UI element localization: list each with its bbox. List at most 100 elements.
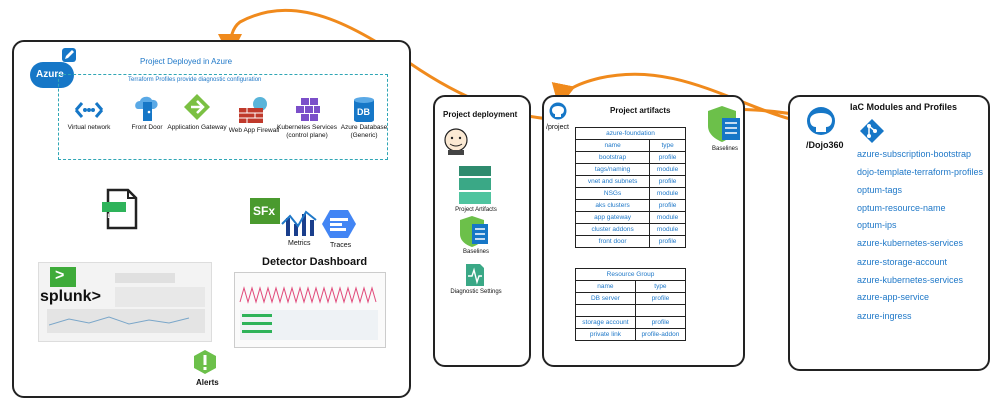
splunk-dashboard [38, 262, 212, 342]
table-row [575, 304, 687, 317]
cell-name: vnet and subnets [574, 175, 651, 188]
cell-type: profile [649, 151, 686, 164]
traces-label: Traces [330, 242, 352, 249]
baselines-shield-icon [708, 106, 740, 142]
baselines-label: Baselines [462, 249, 489, 255]
arrow-iac-to-artifacts [551, 72, 811, 126]
service-front-door: Front Door [117, 93, 177, 132]
metrics-icon [281, 210, 317, 236]
cell-name: storage account [575, 316, 636, 329]
splunk-chevron-icon: > [55, 267, 65, 284]
detector-chart [239, 286, 378, 340]
cell-name: aks clusters [574, 199, 651, 212]
azure-label: Azure [36, 69, 64, 80]
log-document-icon [102, 188, 138, 230]
stack-icon [459, 166, 491, 204]
table-title: azure-foundation [575, 127, 686, 140]
detector-title: Detector Dashboard [262, 256, 368, 268]
sfx-label: SFx [253, 204, 276, 218]
cell-type: module [649, 223, 686, 236]
splunk-label: splunk> [40, 288, 101, 305]
cell-type: module [649, 187, 686, 200]
splunk-chart [49, 316, 190, 326]
service-virtual-network: Virtual network [59, 98, 119, 132]
alerts-label: Alerts [196, 378, 219, 387]
service-web-app-firewall: Web App Firewall [224, 95, 284, 135]
pencil-icon [62, 48, 76, 62]
module-link[interactable]: azure-kubernetes-services [857, 275, 964, 285]
github-icon [549, 102, 567, 120]
service-database: DB Azure Database (Generic) [334, 96, 394, 139]
project-artifacts-title: Project artifacts [610, 106, 671, 115]
module-link[interactable]: optum-resource-name [857, 203, 946, 213]
deployment-boundary [58, 74, 388, 160]
git-icon [860, 119, 884, 143]
log-label: LOG [107, 214, 121, 220]
svg-text:DB: DB [357, 107, 370, 117]
cell-name: NSGs [574, 187, 651, 200]
cell-name: DB server [575, 292, 636, 305]
cell-type: module [649, 163, 686, 176]
signalfx-logo-icon [250, 198, 280, 224]
column-header: type [634, 280, 687, 293]
module-link[interactable]: azure-subscription-bootstrap [857, 149, 972, 159]
jenkins-icon [444, 128, 468, 155]
module-link[interactable]: optum-tags [857, 185, 903, 195]
alert-icon [194, 350, 216, 374]
project-repo-label: /project [546, 124, 569, 131]
cell-type: module [649, 211, 686, 224]
cell-type: profile [649, 199, 686, 212]
cell-type: profile [634, 316, 687, 329]
azure-subtitle: Terraform Profiles provide diagnostic co… [128, 77, 262, 83]
baseline-icon [460, 216, 488, 247]
cell-name: tags/naming [574, 163, 651, 176]
application-gateway-icon [184, 94, 210, 120]
firewall-icon [239, 97, 267, 123]
module-link[interactable]: azure-kubernetes-services [857, 238, 964, 248]
service-label: Front Door [131, 124, 163, 131]
cell-name [575, 304, 636, 317]
iac-title: IaC Modules and Profiles [850, 102, 958, 112]
kubernetes-icon [296, 98, 320, 121]
virtual-network-icon [74, 102, 104, 118]
module-link[interactable]: optum-ips [857, 220, 897, 230]
project-deployment-title: Project deployment [443, 110, 518, 119]
service-label: Web App Firewall [228, 127, 280, 134]
diagnostic-settings-label: Diagnostic Settings [450, 289, 502, 295]
iac-panel [788, 95, 990, 371]
module-link[interactable]: azure-storage-account [857, 257, 948, 267]
dojo-repo-label: /Dojo360 [806, 140, 844, 150]
cell-name: private link [575, 328, 636, 341]
splunk-logo-icon [50, 267, 76, 287]
traces-icon [322, 210, 356, 238]
service-label: Kubernetes Services (control plane) [277, 124, 337, 139]
cell-type: profile [649, 235, 686, 248]
metrics-label: Metrics [288, 240, 311, 247]
service-label: Application Gateway [167, 124, 227, 131]
cell-name: app gateway [574, 211, 651, 224]
column-header: name [574, 139, 651, 152]
azure-title: Project Deployed in Azure [140, 57, 233, 66]
module-link[interactable]: azure-ingress [857, 311, 912, 321]
diagnostic-icon [466, 264, 484, 286]
module-link[interactable]: dojo-template-terraform-profiles [857, 167, 984, 177]
front-door-icon [135, 96, 158, 121]
module-link[interactable]: azure-app-service [857, 292, 930, 302]
service-label: Azure Database (Generic) [340, 124, 388, 139]
database-icon: DB [354, 97, 374, 122]
column-header: type [649, 139, 686, 152]
cell-type: profile [649, 175, 686, 188]
service-application-gateway: Application Gateway [167, 92, 227, 132]
